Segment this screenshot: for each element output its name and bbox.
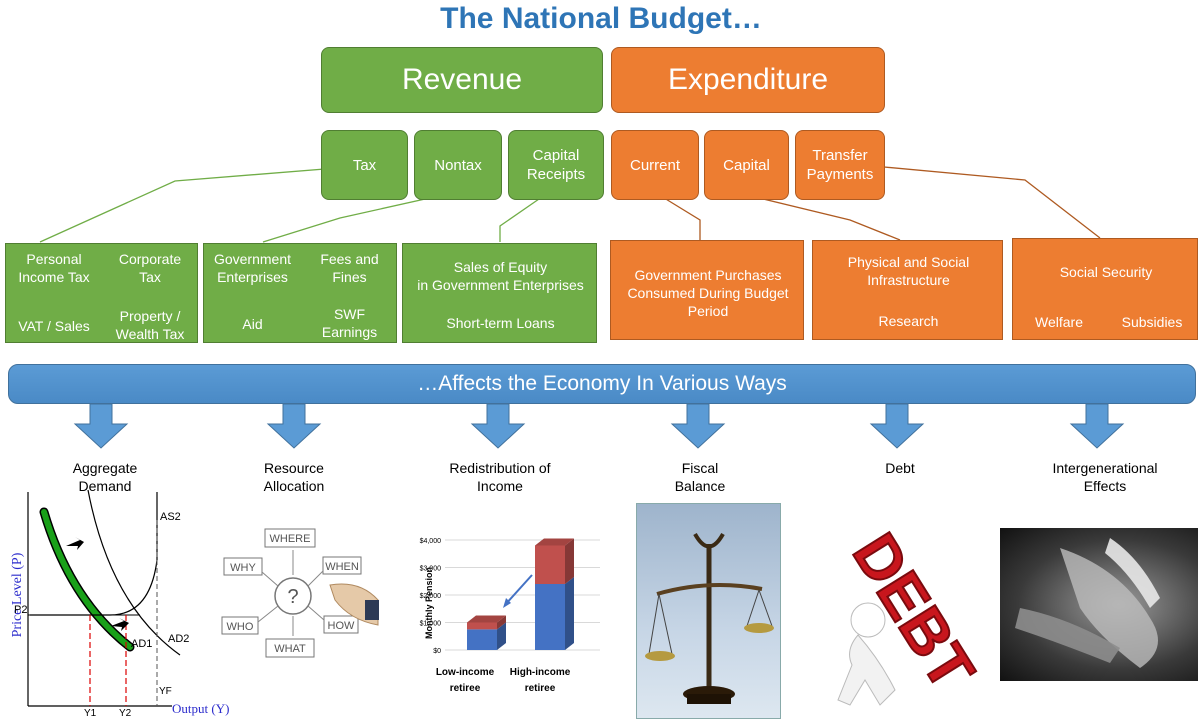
category-label-high: High-income retiree [510, 667, 571, 694]
effect-redistribution: Redistribution of Income [449, 460, 551, 494]
bar-top [535, 538, 574, 546]
aid: Aid [242, 316, 263, 332]
corporate-tax: Corporate Tax [118, 251, 182, 285]
bar-side [565, 538, 574, 584]
bar-segment [535, 584, 565, 650]
hands-photo [1000, 528, 1198, 681]
y-tick-label: $3,000 [420, 566, 442, 573]
nontax-items-box: Government Enterprises Fees and Fines Ai… [203, 243, 397, 343]
government-purchases: Government Purchases Consumed During Bud… [627, 267, 789, 319]
bar-side [497, 622, 506, 650]
personal-income-tax: Personal Income Tax [18, 251, 90, 285]
welfare: Welfare [1035, 314, 1083, 330]
effect-aggregate-demand: Aggregate Demand [72, 460, 138, 494]
category-label-high-1: High-income [510, 667, 571, 678]
effect-intergenerational: Intergenerational Effects [1052, 460, 1158, 494]
capital-items-box: Physical and Social Infrastructure Resea… [812, 240, 1003, 340]
transfer-items-box: Social Security Welfare Subsidies [1012, 238, 1198, 340]
capital-box: Capital [704, 130, 789, 200]
nontax-box: Nontax [414, 130, 502, 200]
effect-fiscal-balance: Fiscal Balance [674, 460, 726, 494]
as2-label: AS2 [160, 511, 181, 523]
chart-ylabel: Monthly Pension [424, 567, 434, 639]
vat-sales: VAT / Sales [18, 318, 90, 334]
bar-segment [467, 622, 497, 630]
down-arrow-icon [670, 403, 726, 449]
category-label-low-2: retiree [450, 683, 481, 694]
ad2-label: AD2 [168, 633, 189, 645]
mindmap-where: WHERE [270, 533, 311, 545]
y1-label: Y1 [84, 708, 97, 719]
category-label-low: Low-income retiree [436, 667, 495, 694]
physical-social-infrastructure: Physical and Social Infrastructure [847, 254, 970, 288]
yf-label: YF [159, 686, 172, 697]
effect-debt: Debt [885, 460, 915, 476]
y-tick-label: $4,000 [420, 538, 442, 545]
category-label-low-1: Low-income [436, 667, 495, 678]
capital-receipts-box: Capital Receipts [508, 130, 604, 200]
down-arrow-icon [470, 403, 526, 449]
property-wealth-tax: Property / Wealth Tax [115, 308, 185, 342]
capital-receipts-items-box: Sales of Equity in Government Enterprise… [402, 243, 597, 343]
down-arrow-icon [266, 403, 322, 449]
down-arrow-icon [73, 403, 129, 449]
research: Research [878, 313, 939, 329]
scales-photo [636, 503, 781, 719]
short-term-loans: Short-term Loans [446, 315, 555, 331]
subsidies: Subsidies [1121, 314, 1183, 330]
bar-side [497, 615, 506, 630]
p2-label: P2 [14, 604, 27, 616]
question-mark: ? [287, 586, 298, 608]
mindmap-why: WHY [230, 562, 256, 574]
revenue-box: Revenue [321, 47, 603, 113]
bar-top [467, 615, 506, 623]
y-tick-label: $0 [433, 648, 441, 655]
y-axis-label: Price Level (P) [10, 552, 25, 637]
x-axis-label: Output (Y) [172, 701, 229, 716]
mindmap-how: HOW [328, 620, 356, 632]
hands-icon [1015, 538, 1160, 668]
mindmap-when: WHEN [325, 561, 359, 573]
bar-segment [467, 629, 497, 650]
down-arrow-icon [1069, 403, 1125, 449]
bar-segment [535, 545, 565, 584]
swf-earnings: SWF Earnings [321, 306, 378, 340]
expenditure-box: Expenditure [611, 47, 885, 113]
mindmap-who: WHO [227, 621, 254, 633]
mindmap-what: WHAT [274, 643, 306, 655]
page-title: The National Budget… [440, 2, 762, 35]
ad1-label: AD1 [131, 638, 152, 650]
sales-of-equity: Sales of Equity in Government Enterprise… [417, 259, 584, 293]
y-tick-label: $1,000 [420, 621, 442, 628]
down-arrow-icon [869, 403, 925, 449]
y2-label: Y2 [119, 708, 132, 719]
effects-banner: …Affects the Economy In Various Ways [8, 364, 1196, 404]
government-enterprises: Government Enterprises [213, 251, 292, 285]
tax-box: Tax [321, 130, 408, 200]
tax-items-box: Personal Income Tax Corporate Tax VAT / … [5, 243, 198, 343]
bar-side [565, 577, 574, 650]
current-items-box: Government Purchases Consumed During Bud… [610, 240, 804, 340]
effect-resource-allocation: Resource Allocation [263, 460, 325, 494]
scales-icon [645, 532, 774, 704]
transfer-payments-box: Transfer Payments [795, 130, 885, 200]
fees-and-fines: Fees and Fines [320, 251, 379, 285]
y-tick-label: $2,000 [420, 593, 442, 600]
category-label-high-2: retiree [525, 683, 556, 694]
current-box: Current [611, 130, 699, 200]
social-security: Social Security [1059, 264, 1153, 280]
